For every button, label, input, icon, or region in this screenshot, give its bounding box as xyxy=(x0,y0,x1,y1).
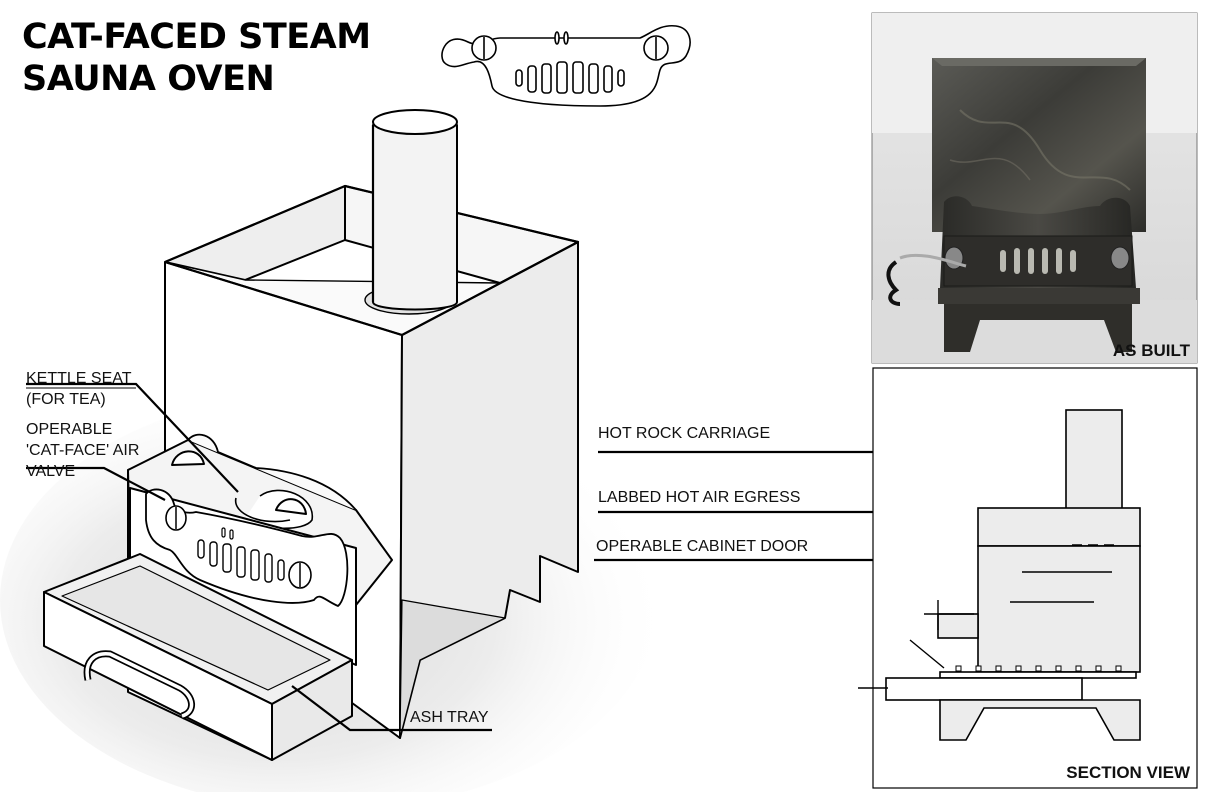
kettle-seat-label-line2: (FOR TEA) xyxy=(26,391,106,408)
labbed-hot-air-egress-label: LABBED HOT AIR EGRESS xyxy=(598,489,800,506)
as-built-caption: AS BUILT xyxy=(1113,341,1191,360)
page-title-line2: SAUNA OVEN xyxy=(22,59,275,99)
oven-isometric xyxy=(43,109,580,761)
air-valve-label-line3: VALVE xyxy=(26,463,75,480)
air-valve-label-line2: 'CAT-FACE' AIR xyxy=(26,442,139,459)
cat-face-detail-sketch xyxy=(441,24,691,107)
cat-face-air-valve[interactable] xyxy=(129,487,357,666)
as-built-photo: AS BUILT xyxy=(871,12,1198,364)
ash-tray-drawer[interactable] xyxy=(43,553,353,761)
hot-rock-carriage-label: HOT ROCK CARRIAGE xyxy=(598,425,770,442)
section-view-caption: SECTION VIEW xyxy=(1066,763,1191,782)
ash-tray-label: ASH TRAY xyxy=(410,709,489,726)
section-view: SECTION VIEW xyxy=(858,367,1198,789)
page-title-line1: CAT-FACED STEAM xyxy=(22,17,371,57)
left-leader-lines xyxy=(26,382,492,732)
page-title: CAT-FACED STEAM SAUNA OVEN xyxy=(22,16,371,100)
operable-cabinet-door-label: OPERABLE CABINET DOOR xyxy=(596,538,808,555)
air-valve-label-line1: OPERABLE xyxy=(26,421,112,438)
kettle-seat-label-line1: KETTLE SEAT xyxy=(26,370,132,387)
